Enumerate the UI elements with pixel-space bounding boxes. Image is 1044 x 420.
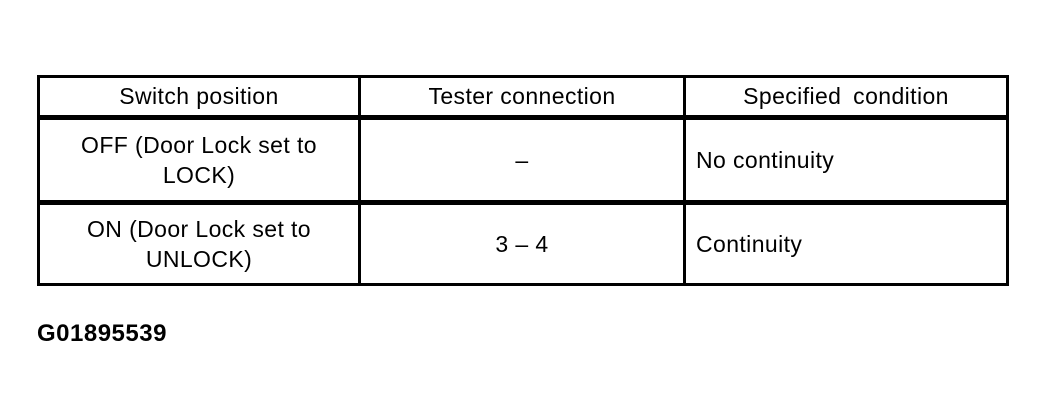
cell-tester-connection-off: – bbox=[358, 117, 685, 205]
cell-specified-condition-off: No continuity bbox=[683, 117, 1008, 205]
column-header-switch-position: Switch position bbox=[38, 76, 360, 120]
table-header-row: Switch position Tester connection Specif… bbox=[38, 76, 1008, 120]
figure-id-label: G01895539 bbox=[37, 320, 167, 347]
continuity-spec-table: Switch position Tester connection Specif… bbox=[37, 75, 1009, 286]
column-header-tester-connection: Tester connection bbox=[358, 76, 685, 120]
cell-specified-condition-on: Continuity bbox=[683, 202, 1008, 285]
column-header-specified-condition: Specified condition bbox=[683, 76, 1008, 120]
table-row: OFF (Door Lock set to LOCK) – No continu… bbox=[38, 117, 1008, 205]
cell-tester-connection-on: 3 – 4 bbox=[358, 202, 685, 285]
table-row: ON (Door Lock set to UNLOCK) 3 – 4 Conti… bbox=[39, 202, 1008, 285]
cell-switch-position-on: ON (Door Lock set to UNLOCK) bbox=[86, 216, 312, 272]
cell-switch-position-off: OFF (Door Lock set to LOCK) bbox=[38, 117, 360, 205]
